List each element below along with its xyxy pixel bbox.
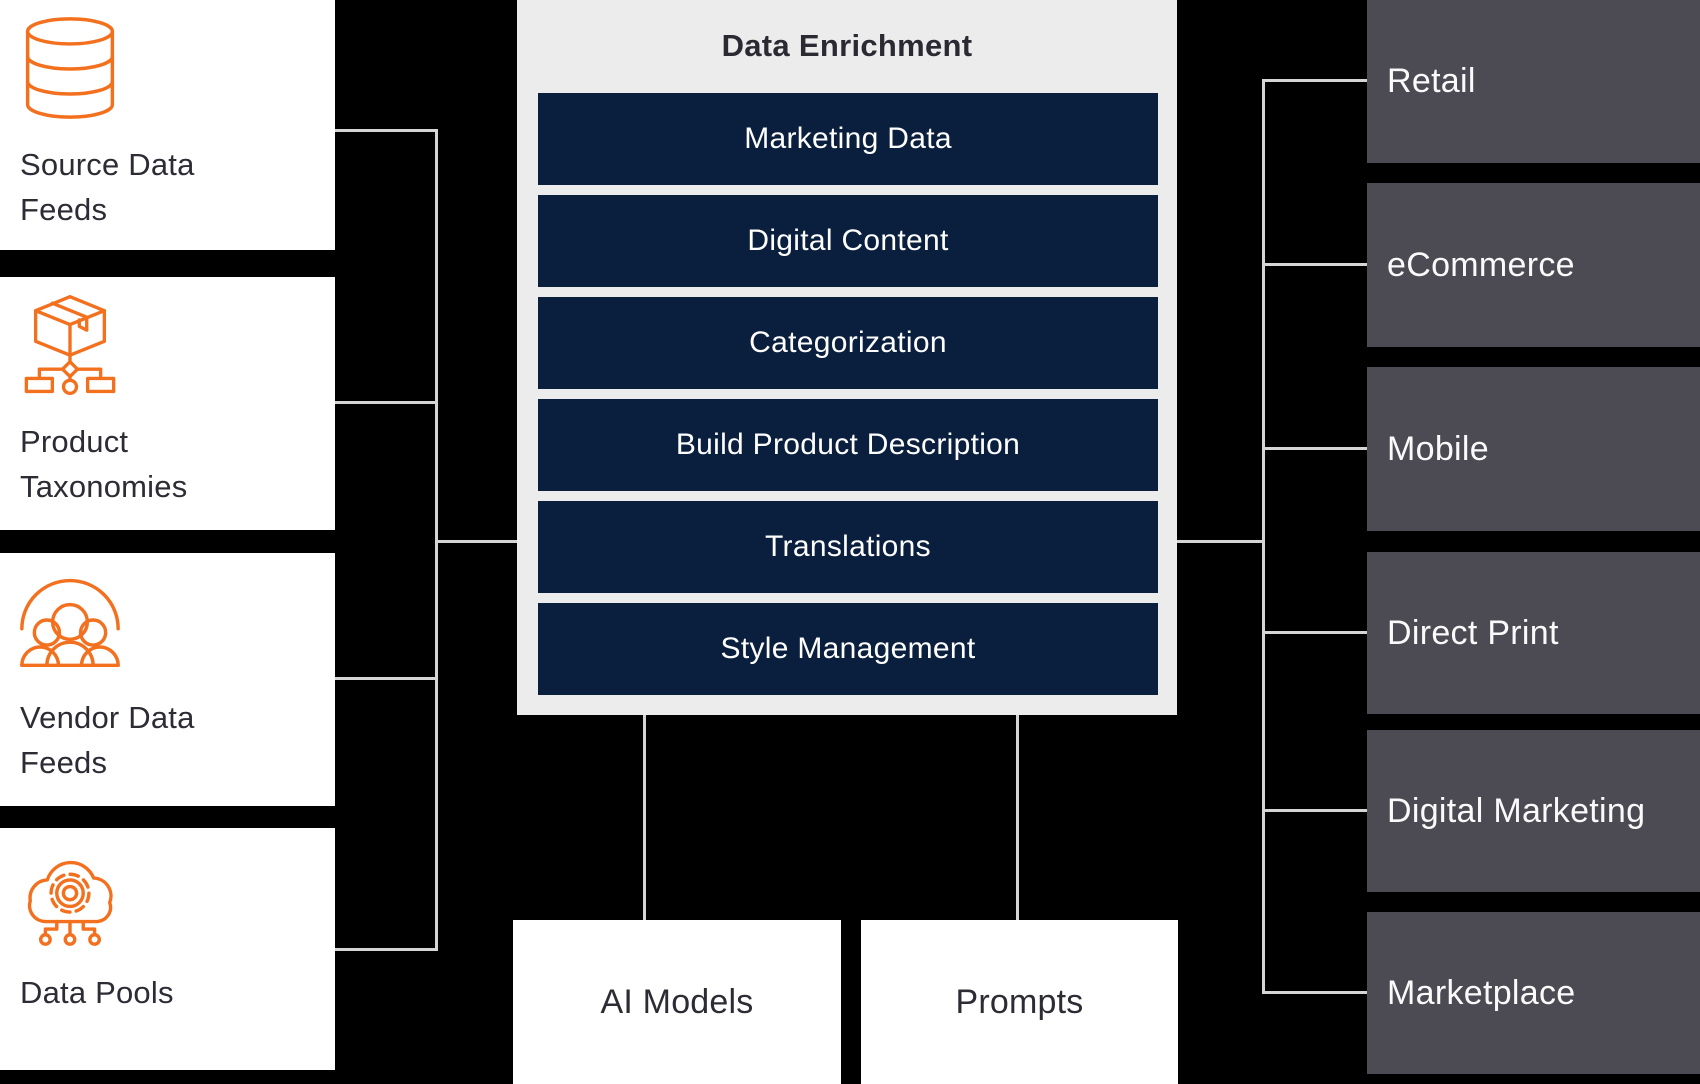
channel-box-retail: Retail xyxy=(1367,0,1700,163)
channel-box-direct-print: Direct Print xyxy=(1367,552,1700,714)
connector-stub-vendor-data-feeds xyxy=(335,677,437,680)
connector-panel-to-right xyxy=(1177,540,1265,543)
enrichment-item-marketing-data: Marketing Data xyxy=(538,93,1158,185)
enrichment-item-style-management: Style Management xyxy=(538,603,1158,695)
connector-left-to-panel xyxy=(435,540,517,543)
source-card-source-data-feeds: Source Data Feeds xyxy=(0,0,335,250)
enrichment-item-build-product-description: Build Product Description xyxy=(538,399,1158,491)
connector-stub-digital-marketing xyxy=(1262,809,1367,812)
connector-stub-source-data-feeds xyxy=(335,129,437,132)
connector-panel-to-ai-models xyxy=(643,715,646,920)
connector-stub-direct-print xyxy=(1262,631,1367,634)
channel-box-mobile: Mobile xyxy=(1367,367,1700,531)
channel-box-ecommerce: eCommerce xyxy=(1367,183,1700,347)
connector-stub-marketplace xyxy=(1262,991,1367,994)
connector-right-bracket xyxy=(1262,79,1265,994)
channel-box-digital-marketing: Digital Marketing xyxy=(1367,730,1700,892)
ai-models-box: AI Models xyxy=(513,920,841,1084)
panel-title: Data Enrichment xyxy=(721,28,973,63)
connector-stub-retail xyxy=(1262,79,1367,82)
enrichment-item-translations: Translations xyxy=(538,501,1158,593)
source-card-label: Product Taxonomies xyxy=(20,424,188,504)
source-card-label: Source Data Feeds xyxy=(20,147,195,227)
channel-box-marketplace: Marketplace xyxy=(1367,912,1700,1074)
prompts-box: Prompts xyxy=(861,920,1178,1084)
product-taxonomy-icon xyxy=(18,293,122,397)
source-card-label: Vendor Data Feeds xyxy=(20,700,195,780)
data-enrichment-panel: Data Enrichment Marketing Data Digital C… xyxy=(517,0,1177,715)
vendor-group-icon xyxy=(18,569,122,673)
enrichment-item-digital-content: Digital Content xyxy=(538,195,1158,287)
source-card-vendor-data-feeds: Vendor Data Feeds xyxy=(0,553,335,806)
connector-stub-product-taxonomies xyxy=(335,401,437,404)
source-card-data-pools: Data Pools xyxy=(0,828,335,1070)
connector-panel-to-prompts xyxy=(1016,715,1019,920)
connector-stub-data-pools xyxy=(335,948,437,951)
source-card-product-taxonomies: Product Taxonomies xyxy=(0,277,335,530)
connector-stub-mobile xyxy=(1262,447,1367,450)
enrichment-item-categorization: Categorization xyxy=(538,297,1158,389)
connector-stub-ecommerce xyxy=(1262,263,1367,266)
database-icon xyxy=(18,16,122,120)
source-card-label: Data Pools xyxy=(20,975,174,1010)
cloud-gear-icon xyxy=(18,844,122,948)
